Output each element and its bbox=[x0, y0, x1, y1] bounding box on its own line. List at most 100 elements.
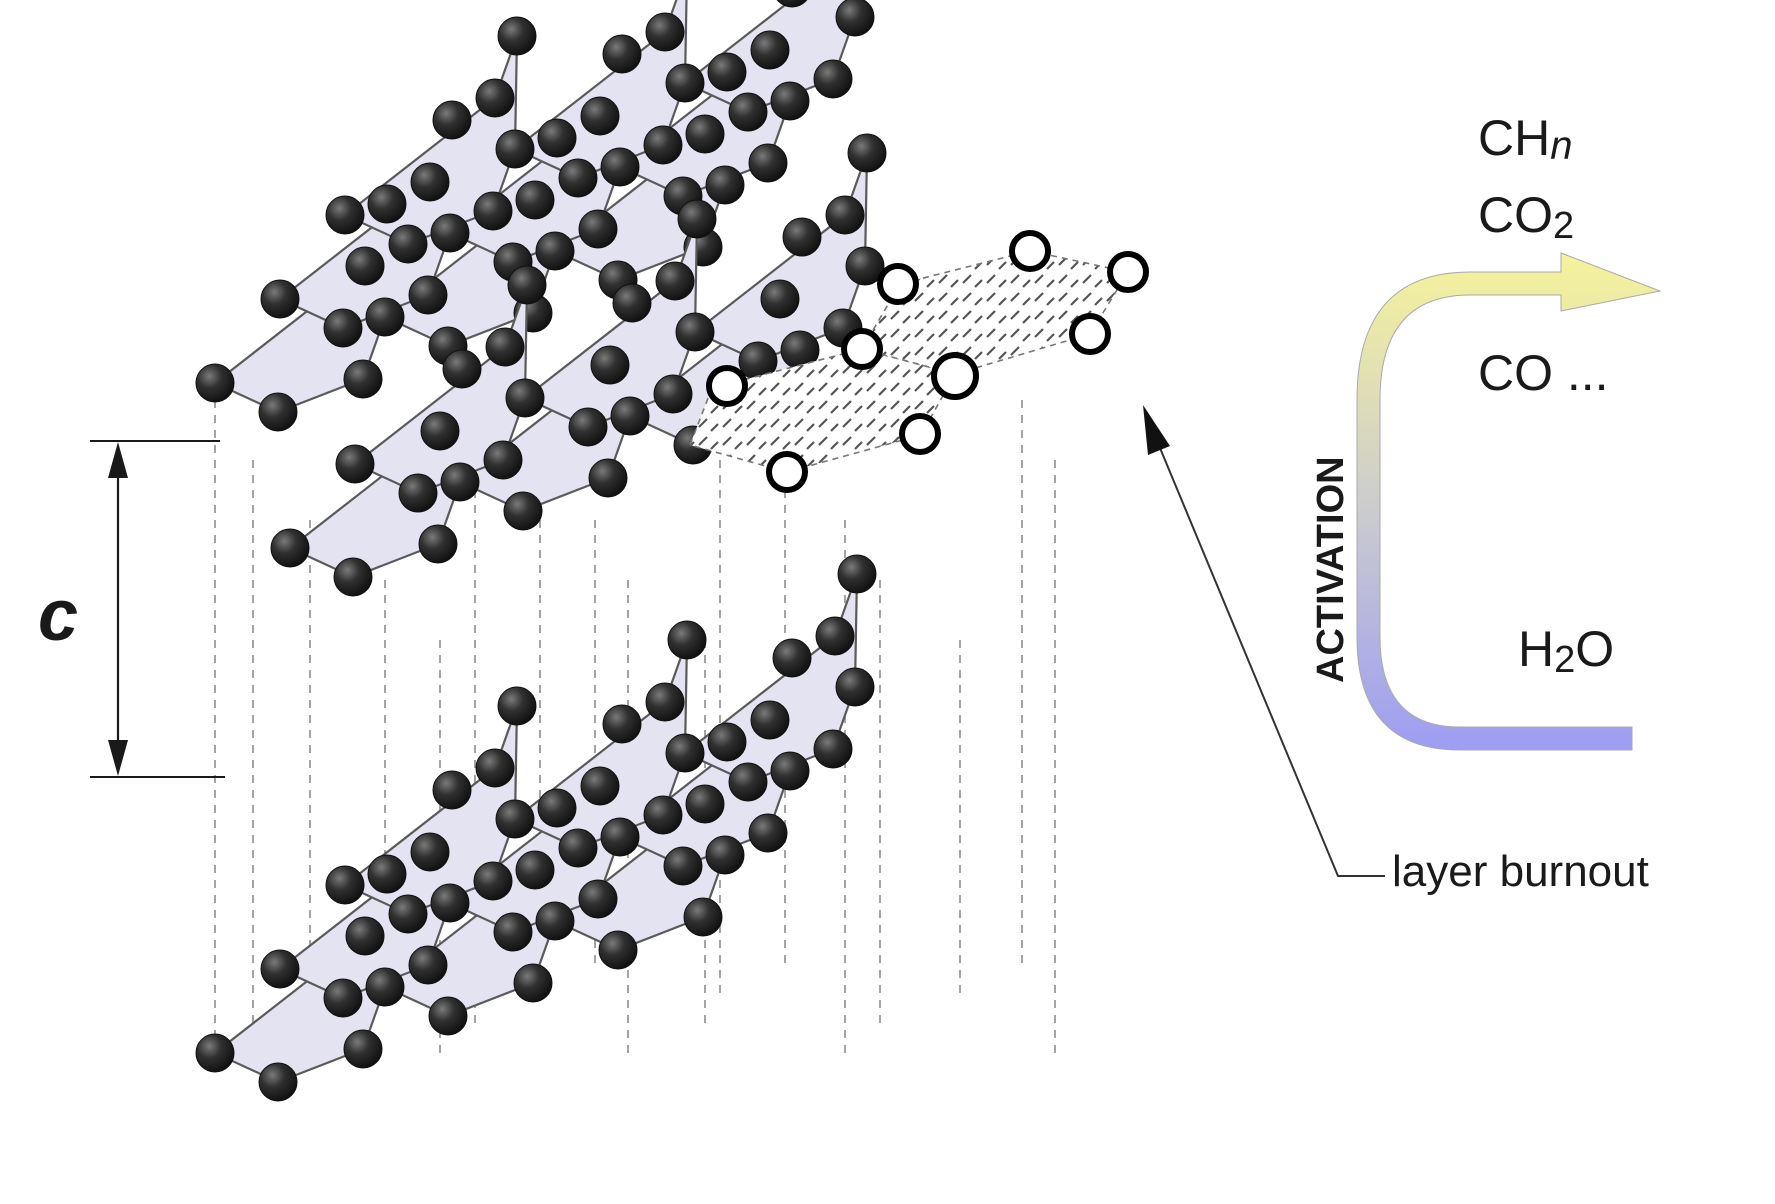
activation-label: ACTIVATION bbox=[1310, 456, 1352, 683]
carbon-atom-icon bbox=[707, 52, 747, 92]
carbon-atom-icon bbox=[665, 63, 705, 103]
carbon-atom-icon bbox=[558, 828, 598, 868]
callout-leader-line bbox=[1159, 447, 1385, 877]
carbon-atom-icon bbox=[705, 835, 745, 875]
carbon-atom-icon bbox=[667, 620, 707, 660]
vacancy-site-icon bbox=[877, 263, 919, 305]
carbon-atom-icon bbox=[367, 184, 407, 224]
carbon-atom-icon bbox=[432, 770, 472, 810]
carbon-atom-icon bbox=[270, 528, 310, 568]
carbon-atom-icon bbox=[748, 813, 788, 853]
carbon-atom-icon bbox=[258, 1062, 298, 1102]
carbon-atom-icon bbox=[367, 854, 407, 894]
carbon-atom-icon bbox=[645, 12, 685, 52]
carbon-atom-icon bbox=[507, 265, 547, 305]
carbon-atom-icon bbox=[776, 0, 808, 8]
carbon-atom-icon bbox=[497, 16, 537, 56]
carbon-atom-icon bbox=[580, 766, 620, 806]
carbon-atom-icon bbox=[260, 279, 300, 319]
carbon-atom-icon bbox=[345, 246, 385, 286]
carbon-atom-icon bbox=[610, 396, 650, 436]
carbon-atom-icon bbox=[748, 143, 788, 183]
carbon-atom-icon bbox=[260, 949, 300, 989]
carbon-atom-icon bbox=[365, 297, 405, 337]
carbon-atom-icon bbox=[343, 359, 383, 399]
carbon-atom-icon bbox=[683, 897, 723, 937]
carbon-atom-icon bbox=[515, 850, 555, 890]
carbon-atom-icon bbox=[410, 832, 450, 872]
carbon-atom-icon bbox=[418, 524, 458, 564]
spacing-arrow-down-icon bbox=[108, 740, 128, 776]
carbon-atom-icon bbox=[515, 180, 555, 220]
carbon-atom-icon bbox=[440, 462, 480, 502]
carbon-atom-icon bbox=[770, 81, 810, 121]
carbon-atom-icon bbox=[813, 729, 853, 769]
carbon-atom-icon bbox=[578, 879, 618, 919]
carbon-atom-icon bbox=[665, 733, 705, 773]
carbon-atom-icon bbox=[428, 996, 468, 1036]
layer-burnout-callout: layer burnout bbox=[1143, 405, 1649, 896]
carbon-atom-icon bbox=[602, 34, 642, 74]
vacancy-site-icon bbox=[1009, 230, 1051, 272]
carbon-atom-icon bbox=[497, 686, 537, 726]
carbon-atom-icon bbox=[728, 762, 768, 802]
vacancy-site-icon bbox=[706, 365, 748, 407]
graphene-sheet-middle bbox=[270, 133, 887, 597]
graphene-sheet-top bbox=[195, 0, 875, 432]
interlayer-spacing-marker: c bbox=[38, 440, 225, 778]
carbon-atom-icon bbox=[325, 195, 365, 235]
carbon-atom-icon bbox=[847, 133, 887, 173]
carbon-atom-icon bbox=[568, 407, 608, 447]
carbon-atom-icon bbox=[707, 722, 747, 762]
carbon-atom-icon bbox=[602, 704, 642, 744]
carbon-atom-icon bbox=[653, 374, 693, 414]
carbon-atom-icon bbox=[558, 158, 598, 198]
carbon-atom-icon bbox=[343, 1029, 383, 1069]
carbon-atom-icon bbox=[813, 59, 853, 99]
product-co2: CO2 bbox=[1478, 187, 1574, 247]
carbon-atom-icon bbox=[323, 978, 363, 1018]
carbon-atom-icon bbox=[333, 557, 373, 597]
carbon-atom-icon bbox=[598, 930, 638, 970]
product-chn: CHn bbox=[1478, 110, 1572, 168]
carbon-atom-icon bbox=[495, 799, 535, 839]
carbon-atom-icon bbox=[365, 967, 405, 1007]
carbon-atom-icon bbox=[645, 682, 685, 722]
vacancy-site-icon bbox=[841, 328, 883, 370]
carbon-atom-icon bbox=[600, 147, 640, 187]
carbon-atom-icon bbox=[483, 440, 523, 480]
carbon-atom-icon bbox=[345, 916, 385, 956]
carbon-atom-icon bbox=[675, 312, 715, 352]
carbon-atom-icon bbox=[835, 0, 875, 37]
carbon-atom-icon bbox=[535, 231, 575, 271]
carbon-atom-icon bbox=[432, 100, 472, 140]
carbon-atom-icon bbox=[473, 861, 513, 901]
product-co: CO ... bbox=[1478, 345, 1609, 401]
carbon-atom-icon bbox=[195, 1033, 235, 1073]
graphene-sheet-bottom bbox=[195, 554, 877, 1102]
carbon-atom-icon bbox=[388, 894, 428, 934]
carbon-atom-icon bbox=[612, 283, 652, 323]
carbon-atom-icon bbox=[430, 213, 470, 253]
carbon-atom-icon bbox=[430, 883, 470, 923]
carbon-atom-icon bbox=[835, 667, 875, 707]
carbon-atom-icon bbox=[475, 78, 515, 118]
carbon-atom-icon bbox=[837, 554, 877, 594]
vacancy-site-icon bbox=[931, 352, 979, 400]
carbon-atom-icon bbox=[845, 246, 885, 286]
carbon-atom-icon bbox=[750, 700, 790, 740]
carbon-atom-icon bbox=[408, 275, 448, 315]
graphene-layers bbox=[195, 0, 887, 1102]
spacing-label: c bbox=[38, 576, 78, 656]
carbon-atom-icon bbox=[513, 963, 553, 1003]
carbon-atom-icon bbox=[323, 308, 363, 348]
carbon-atom-icon bbox=[535, 901, 575, 941]
carbon-atom-icon bbox=[335, 444, 375, 484]
carbon-atom-icon bbox=[420, 411, 460, 451]
carbon-atom-icon bbox=[825, 195, 865, 235]
carbon-atom-icon bbox=[663, 846, 703, 886]
carbon-atom-icon bbox=[442, 349, 482, 389]
carbon-atom-icon bbox=[600, 817, 640, 857]
carbon-atom-icon bbox=[398, 473, 438, 513]
